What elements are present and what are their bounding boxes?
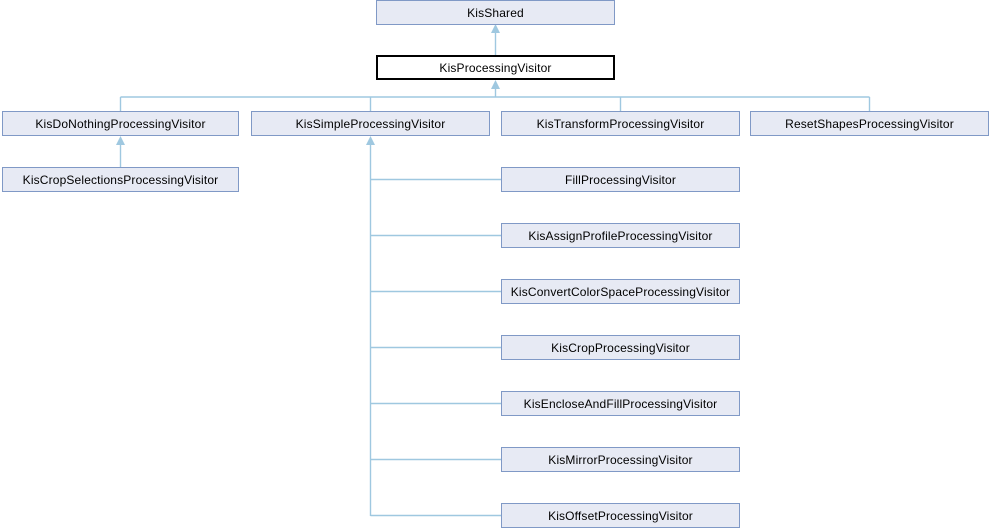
node-kisoffsetprocessingvisitor[interactable]: KisOffsetProcessingVisitor <box>501 503 740 528</box>
node-label: ResetShapesProcessingVisitor <box>785 116 954 131</box>
edge-kissimpleprocessingvisitor-subtree <box>366 136 501 517</box>
node-resetshapesprocessingvisitor[interactable]: ResetShapesProcessingVisitor <box>750 111 989 136</box>
node-kisconvertcolorspaceprocessingvisitor[interactable]: KisConvertColorSpaceProcessingVisitor <box>501 279 740 304</box>
node-label: KisDoNothingProcessingVisitor <box>35 116 206 131</box>
node-label: KisMirrorProcessingVisitor <box>548 452 693 467</box>
node-kisshared[interactable]: KisShared <box>376 0 615 25</box>
node-fillprocessingvisitor[interactable]: FillProcessingVisitor <box>501 167 740 192</box>
node-label: FillProcessingVisitor <box>565 172 676 187</box>
node-label: KisAssignProfileProcessingVisitor <box>528 228 713 243</box>
node-label: KisOffsetProcessingVisitor <box>548 508 693 523</box>
node-kistransformprocessingvisitor[interactable]: KisTransformProcessingVisitor <box>501 111 740 136</box>
node-label: KisShared <box>467 5 524 20</box>
node-label: KisConvertColorSpaceProcessingVisitor <box>510 284 731 299</box>
node-kisassignprofileprocessingvisitor[interactable]: KisAssignProfileProcessingVisitor <box>501 223 740 248</box>
node-kisprocessingvisitor[interactable]: KisProcessingVisitor <box>376 55 615 80</box>
node-kissimpleprocessingvisitor[interactable]: KisSimpleProcessingVisitor <box>251 111 490 136</box>
node-kismirrorprocessingvisitor[interactable]: KisMirrorProcessingVisitor <box>501 447 740 472</box>
node-label: KisProcessingVisitor <box>439 60 552 75</box>
edge-kiscropselectionsprocessingvisitor-to-kisdonothingprocessingvisitor <box>116 136 125 167</box>
node-label: KisCropProcessingVisitor <box>551 340 690 355</box>
node-label: KisSimpleProcessingVisitor <box>295 116 446 131</box>
edge-kisprocessingvisitor-to-kisshared <box>491 24 500 55</box>
node-label: KisCropSelectionsProcessingVisitor <box>22 172 219 187</box>
edge-trunk-kisprocessingvisitor <box>120 80 870 98</box>
node-kiscropprocessingvisitor[interactable]: KisCropProcessingVisitor <box>501 335 740 360</box>
node-kisencloseandfillprocessingvisitor[interactable]: KisEncloseAndFillProcessingVisitor <box>501 391 740 416</box>
node-kisdonothingprocessingvisitor[interactable]: KisDoNothingProcessingVisitor <box>2 111 239 136</box>
node-label: KisTransformProcessingVisitor <box>536 116 705 131</box>
node-label: KisEncloseAndFillProcessingVisitor <box>523 396 718 411</box>
node-kiscropselectionsprocessingvisitor[interactable]: KisCropSelectionsProcessingVisitor <box>2 167 239 192</box>
